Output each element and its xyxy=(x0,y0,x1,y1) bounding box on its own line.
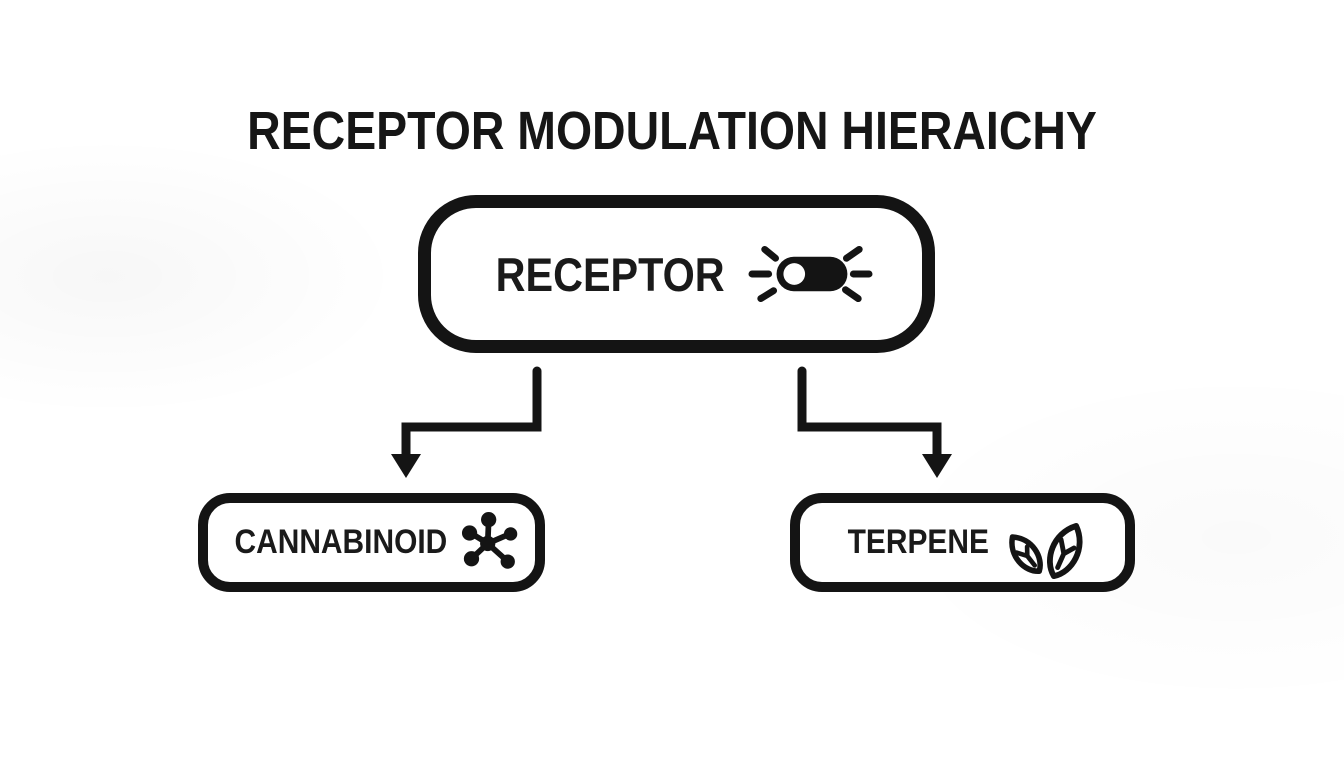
terpene-label: TERPENE xyxy=(847,523,990,561)
node-terpene: TERPENE xyxy=(790,493,1135,592)
connector-left xyxy=(401,366,542,461)
node-receptor: RECEPTOR xyxy=(418,195,935,353)
arrowhead-right xyxy=(922,454,952,478)
diagram-title: RECEPTOR MODULATION HIERAICHY xyxy=(0,100,1344,162)
node-receptor-content: RECEPTOR xyxy=(480,244,873,304)
cannabinoid-label: CANNABINOID xyxy=(234,523,447,561)
toggle-switch-icon xyxy=(748,245,873,303)
connector-right xyxy=(797,366,942,461)
node-cannabinoid: CANNABINOID xyxy=(198,493,545,592)
arrowhead-left xyxy=(391,454,421,478)
node-cannabinoid-content: CANNABINOID xyxy=(220,511,524,574)
node-terpene-content: TERPENE xyxy=(838,507,1087,579)
receptor-label: RECEPTOR xyxy=(495,247,725,301)
leaf-icon xyxy=(1009,522,1083,579)
diagram-title-text: RECEPTOR MODULATION HIERAICHY xyxy=(247,101,1097,161)
molecule-icon xyxy=(462,511,518,569)
